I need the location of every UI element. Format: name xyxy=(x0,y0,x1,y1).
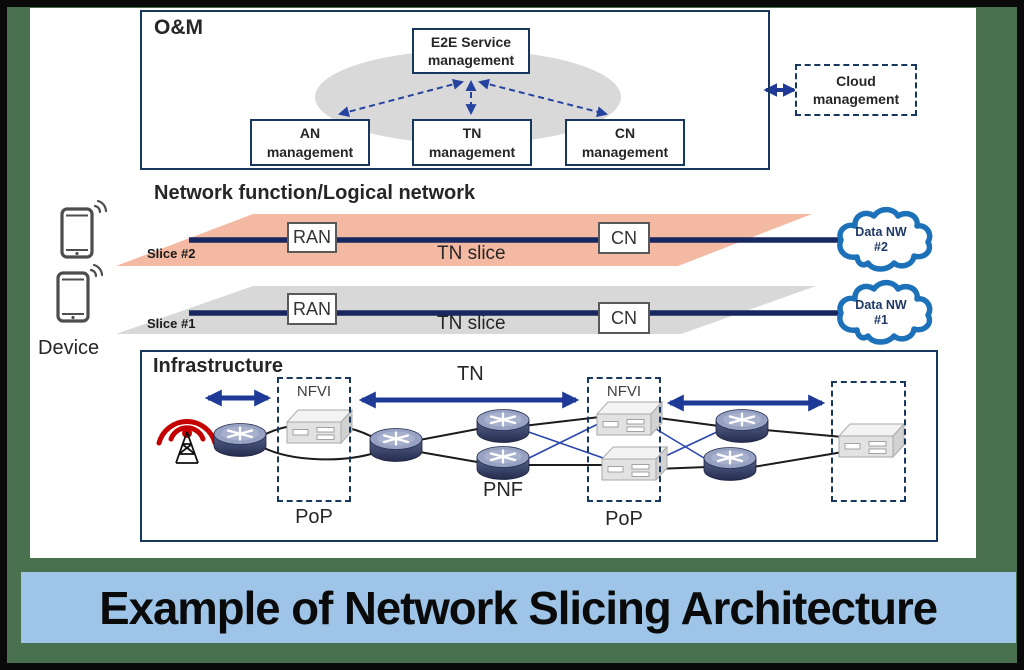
tn-management-box: TN management xyxy=(412,119,532,166)
infrastructure-box xyxy=(140,350,938,542)
data-nw-2-label: Data NW #2 xyxy=(855,225,907,254)
slice2-label: Slice #2 xyxy=(147,246,196,261)
pop2-box xyxy=(587,377,661,502)
slice2-cn-box: CN xyxy=(598,222,650,254)
cloud-management-label: Cloud management xyxy=(812,72,900,107)
om-box xyxy=(140,10,770,170)
e2e-management-label: E2E Service management xyxy=(427,33,515,68)
device-phone-icon-1 xyxy=(60,199,108,259)
logical-heading: Network function/Logical network xyxy=(154,182,476,204)
slice2-ran-box: RAN xyxy=(287,222,337,253)
device-label: Device xyxy=(38,337,100,359)
tn-management-label: TN management xyxy=(428,125,516,160)
slice2-tn-slice-label: TN slice xyxy=(437,243,506,264)
pop-label-2: PoP xyxy=(605,508,643,530)
device-phone-icon-2 xyxy=(56,263,104,323)
data-nw-1-label: Data NW #1 xyxy=(855,298,907,327)
slice2-ran-label: RAN xyxy=(292,227,331,247)
pop1-box xyxy=(277,377,351,502)
slice1-ran-label: RAN xyxy=(292,298,331,319)
infrastructure-title: Infrastructure xyxy=(153,355,284,377)
an-management-label: AN management xyxy=(266,125,354,160)
slide-title: Example of Network Slicing Architecture xyxy=(99,581,939,634)
e2e-management-box: E2E Service management xyxy=(412,28,530,74)
slice1-cn-label: CN xyxy=(611,307,637,328)
infra-arrows xyxy=(204,389,826,412)
nfvi-label-2: NFVI xyxy=(606,383,642,400)
title-banner: Example of Network Slicing Architecture xyxy=(21,572,1016,643)
tn-label: TN xyxy=(457,363,484,385)
radio-tower-icon xyxy=(156,419,218,464)
pop-label-1: PoP xyxy=(295,506,333,528)
slice1-ran-box: RAN xyxy=(287,293,337,325)
slice2-cn-label: CN xyxy=(611,227,637,248)
pnf-label: PNF xyxy=(483,479,523,501)
om-title: O&M xyxy=(154,16,203,39)
an-management-box: AN management xyxy=(250,119,370,166)
om-dashed-arrows xyxy=(338,78,608,118)
slice1-label: Slice #1 xyxy=(147,316,196,331)
cn-management-box: CN management xyxy=(565,119,685,166)
slice1-tn-slice-label: TN slice xyxy=(437,313,506,334)
cloud-management-box: Cloud management xyxy=(795,64,917,116)
edge-site-box xyxy=(831,381,906,502)
slice1-cn-box: CN xyxy=(598,302,650,334)
nfvi-label-1: NFVI xyxy=(296,383,332,400)
cn-management-label: CN management xyxy=(581,125,669,160)
